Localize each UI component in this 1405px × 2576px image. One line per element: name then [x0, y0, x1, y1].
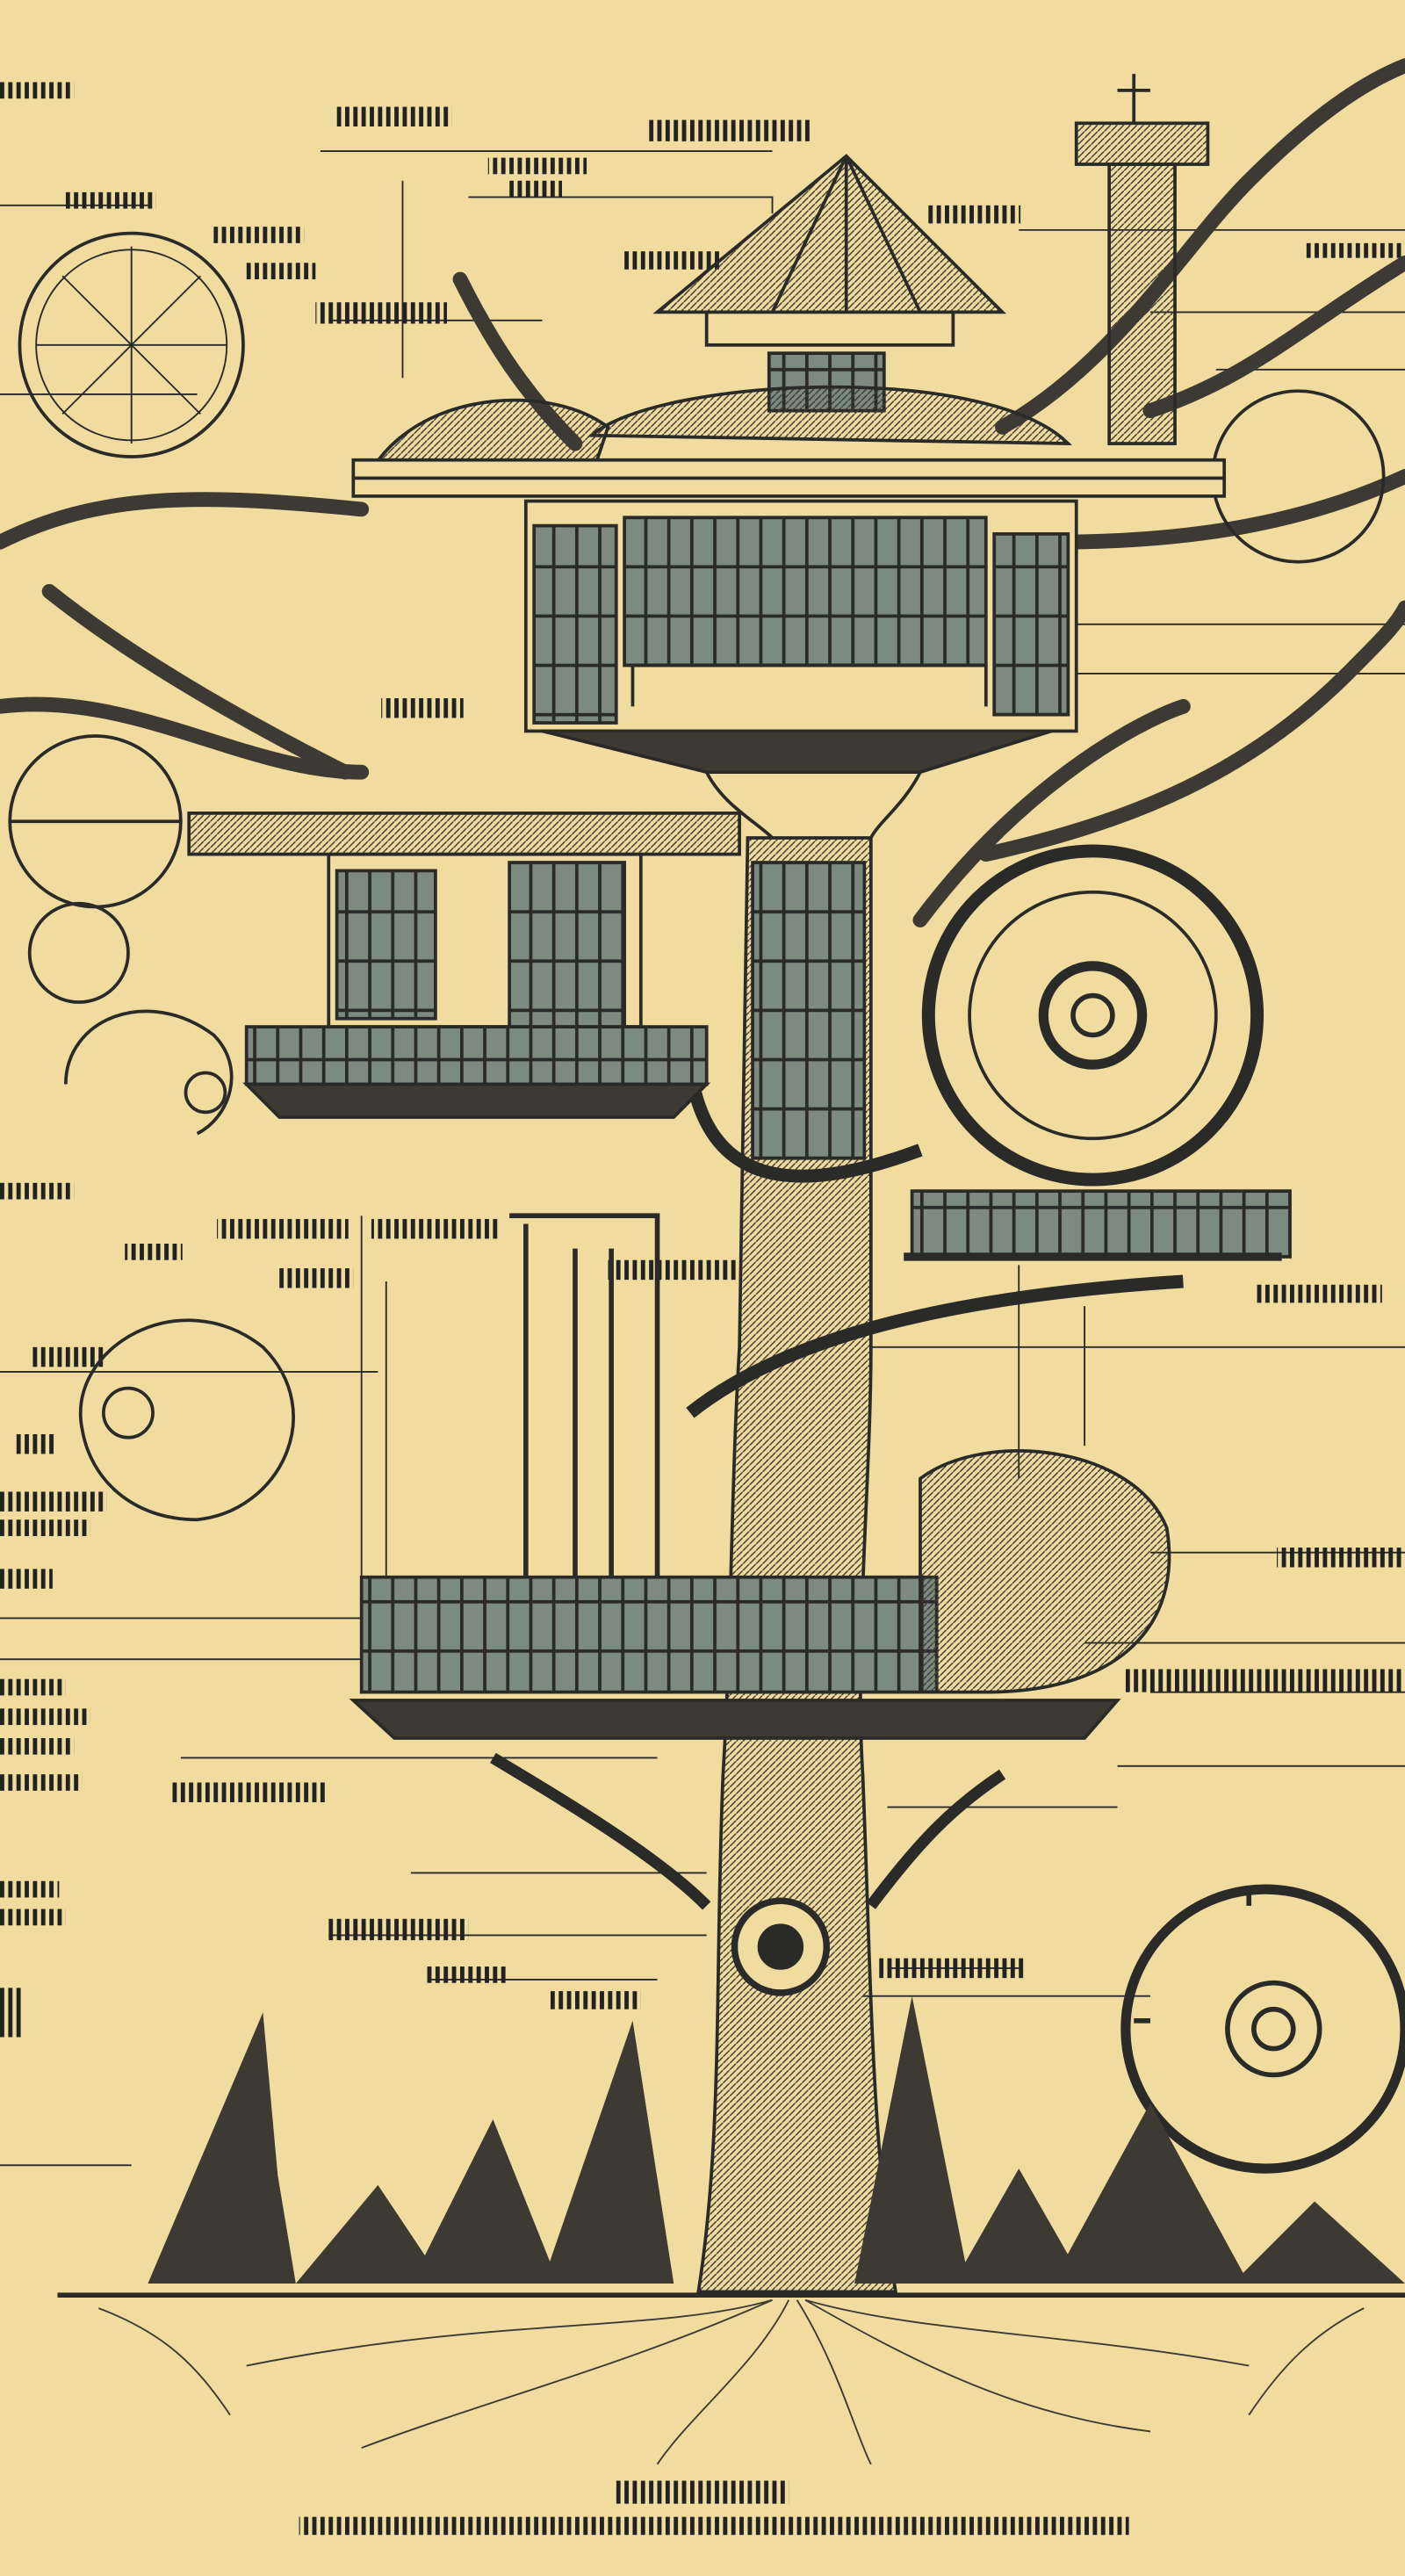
title-lettering	[299, 2480, 1129, 2536]
right-gear-pod	[904, 844, 1292, 1261]
top-roof	[351, 154, 1227, 498]
lower-deck	[349, 1213, 1171, 1910]
left-dial-mechanisms	[8, 231, 295, 1522]
middle-left-deck	[187, 812, 741, 1119]
forest-silhouette	[148, 1995, 1405, 2284]
roots	[97, 2298, 1365, 2465]
tree-trunk	[683, 836, 1184, 2294]
lookout-tower	[1074, 74, 1386, 564]
annotation-labels	[0, 82, 1405, 2038]
bottom-right-gear	[1120, 1884, 1405, 2174]
upper-cabin	[523, 499, 1078, 840]
